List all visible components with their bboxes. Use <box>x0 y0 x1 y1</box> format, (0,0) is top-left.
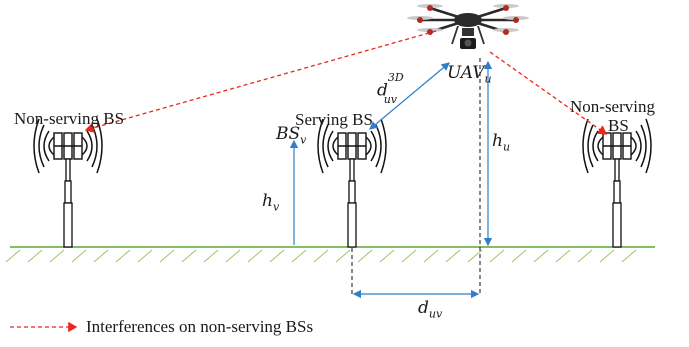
hatch-stroke <box>401 249 417 263</box>
hatch-stroke <box>93 249 109 263</box>
hatch-stroke <box>291 249 307 263</box>
mast-base <box>63 202 73 248</box>
hatch-stroke <box>247 249 263 263</box>
hatch-stroke <box>71 249 87 263</box>
signal-wave <box>597 136 604 156</box>
hatch-stroke <box>5 249 21 263</box>
hatch-stroke <box>533 249 549 263</box>
hatch-stroke <box>27 249 43 263</box>
signal-wave <box>640 124 647 168</box>
signal-wave <box>635 130 642 162</box>
mast-base <box>612 202 622 248</box>
signal-wave <box>48 136 55 156</box>
hatch-stroke <box>203 249 219 263</box>
mast-upper <box>65 158 71 182</box>
d3d-label: d3Duv <box>377 71 404 107</box>
serving-bs-label: Serving BS <box>295 110 373 129</box>
signal-wave <box>365 136 372 156</box>
interference-arrow-left <box>84 30 437 133</box>
signal-wave <box>332 136 339 156</box>
hatch-stroke <box>599 249 615 263</box>
signal-wave <box>86 130 93 162</box>
right-bs-label-line2: BS <box>608 116 629 135</box>
signal-wave <box>43 130 50 162</box>
uav-label: UAVu <box>447 63 492 86</box>
h-v-label: hv <box>262 191 280 214</box>
bs-v-label: BSv <box>276 124 307 147</box>
hatch-stroke <box>181 249 197 263</box>
right-bs-label-line1: Non-serving <box>570 97 655 116</box>
hatch-stroke <box>511 249 527 263</box>
interference-arrow-right <box>489 51 608 135</box>
hatch-stroke <box>335 249 351 263</box>
hatch-stroke <box>115 249 131 263</box>
mast-upper <box>614 158 620 182</box>
h-u-label: hu <box>492 131 511 154</box>
hatch-stroke <box>357 249 373 263</box>
mast-middle <box>613 180 621 204</box>
mast-middle <box>64 180 72 204</box>
signal-wave <box>370 130 377 162</box>
ground-hatching <box>5 249 637 263</box>
hatch-stroke <box>269 249 285 263</box>
signal-wave <box>592 130 599 162</box>
signal-wave <box>327 130 334 162</box>
signal-wave <box>317 118 324 174</box>
mast-base <box>347 202 357 248</box>
hatch-stroke <box>225 249 241 263</box>
d-uv-label: duv <box>418 298 443 321</box>
hatch-stroke <box>137 249 153 263</box>
uav-drone-icon <box>407 4 529 49</box>
bs-tower-serving <box>317 118 387 248</box>
hatch-stroke <box>423 249 439 263</box>
left-bs-label: Non-serving BS <box>14 109 125 128</box>
hatch-stroke <box>489 249 505 263</box>
signal-wave <box>96 118 103 174</box>
mast-upper <box>349 158 355 182</box>
hatch-stroke <box>467 249 483 263</box>
hatch-stroke <box>313 249 329 263</box>
mast-middle <box>348 180 356 204</box>
hatch-stroke <box>621 249 637 263</box>
hatch-stroke <box>577 249 593 263</box>
hatch-stroke <box>49 249 65 263</box>
signal-wave <box>38 124 45 168</box>
hatch-stroke <box>445 249 461 263</box>
signal-wave <box>81 136 88 156</box>
signal-wave <box>630 136 637 156</box>
hatch-stroke <box>379 249 395 263</box>
hatch-stroke <box>555 249 571 263</box>
signal-wave <box>33 118 40 174</box>
signal-wave <box>587 124 594 168</box>
distance-3d-arrow <box>369 62 450 130</box>
signal-wave <box>322 124 329 168</box>
bs-tower-right <box>582 118 652 248</box>
legend-text: Interferences on non-serving BSs <box>86 317 314 336</box>
signal-wave <box>582 118 589 174</box>
bs-tower-left <box>33 118 103 248</box>
hatch-stroke <box>159 249 175 263</box>
signal-wave <box>645 118 652 174</box>
